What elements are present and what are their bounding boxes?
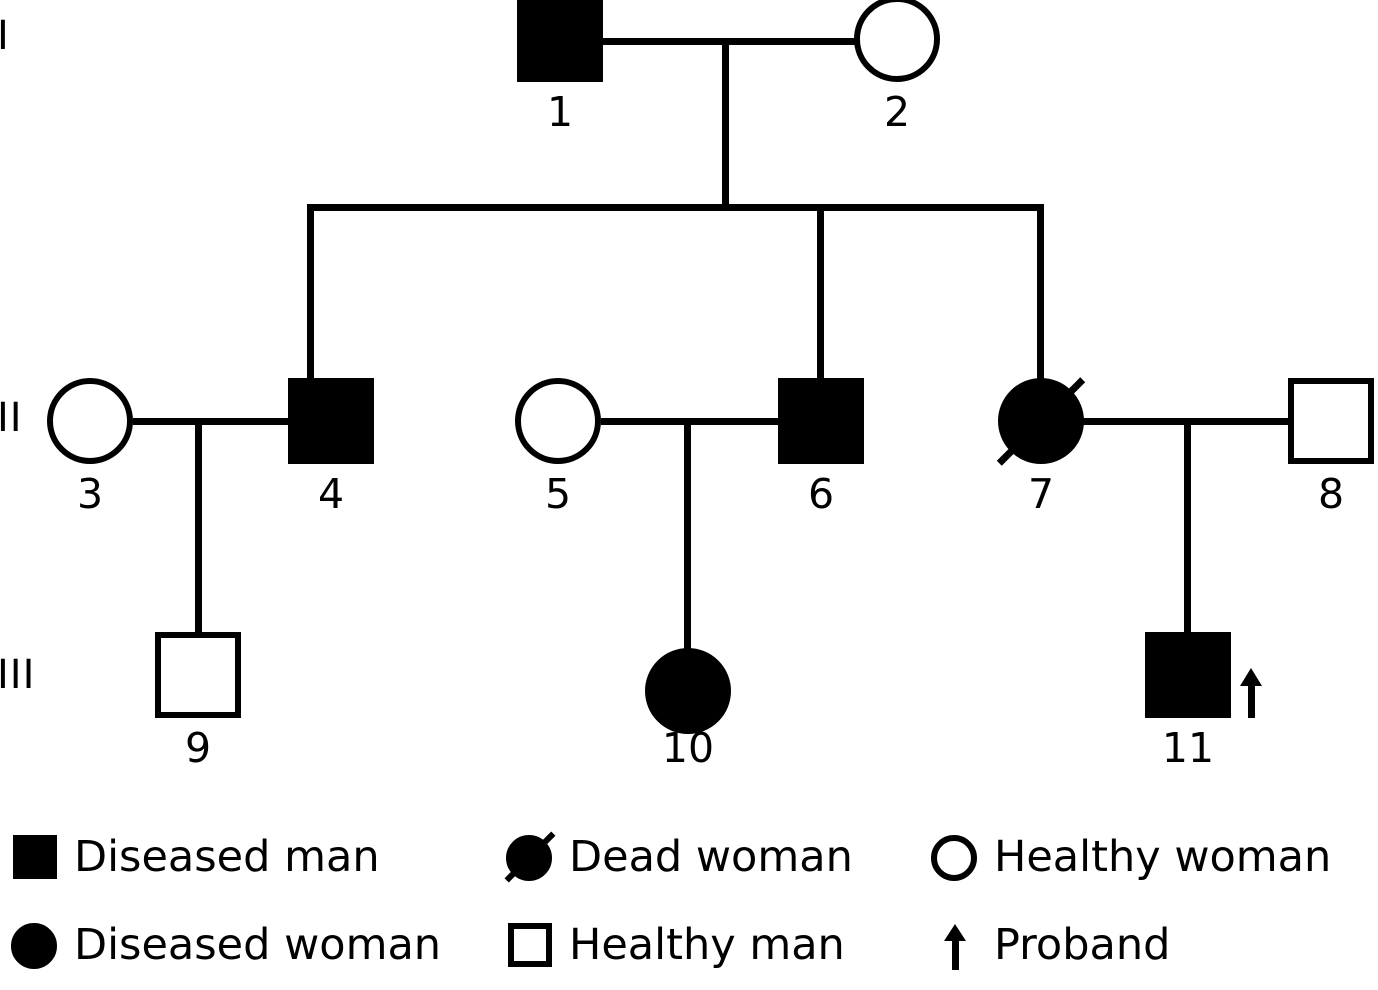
legend-label-dead-woman: Dead woman <box>569 832 853 882</box>
sibship-line-gen2 <box>307 204 1044 211</box>
proband-arrow-icon <box>1240 668 1262 718</box>
individual-2-symbol[interactable] <box>854 0 940 82</box>
individual-3-symbol[interactable] <box>47 378 133 464</box>
mating-line-3-4 <box>133 418 291 425</box>
individual-1-symbol[interactable] <box>517 0 603 82</box>
sib-drop-to-4 <box>307 204 314 381</box>
individual-10-symbol[interactable] <box>645 648 731 734</box>
descent-line-7-8 <box>1184 418 1191 636</box>
generation-label-i: I <box>0 13 10 59</box>
legend-item-diseased-man: Diseased man <box>10 826 380 888</box>
individual-2-number: 2 <box>883 88 911 136</box>
individual-4-number: 4 <box>317 470 345 518</box>
individual-5-symbol[interactable] <box>515 378 601 464</box>
proband-arrow-head <box>1240 668 1262 686</box>
mating-line-5-6 <box>601 418 781 425</box>
individual-1-number: 1 <box>546 88 574 136</box>
sib-drop-to-7 <box>1037 204 1044 381</box>
individual-6-number: 6 <box>807 470 835 518</box>
generation-label-ii: II <box>0 395 23 441</box>
up-arrow-icon <box>930 920 980 970</box>
descent-line-3-4 <box>195 418 202 636</box>
legend-item-healthy-man: Healthy man <box>505 914 845 976</box>
individual-4-symbol[interactable] <box>288 378 374 464</box>
legend-label-diseased-woman: Diseased woman <box>74 920 442 970</box>
individual-7-number: 7 <box>1027 470 1055 518</box>
individual-6-symbol[interactable] <box>778 378 864 464</box>
legend-label-diseased-man: Diseased man <box>74 832 380 882</box>
legend-label-proband: Proband <box>994 920 1171 970</box>
legend-item-dead-woman: Dead woman <box>504 826 853 888</box>
individual-3-number: 3 <box>76 470 104 518</box>
sib-drop-to-6 <box>817 204 824 381</box>
individual-11-number: 11 <box>1161 724 1215 772</box>
generation-label-iii: III <box>0 652 36 698</box>
filled-square-icon <box>10 832 60 882</box>
individual-11-symbol[interactable] <box>1145 632 1231 718</box>
legend-label-healthy-man: Healthy man <box>569 920 845 970</box>
individual-8-number: 8 <box>1317 470 1345 518</box>
filled-circle-icon <box>10 920 60 970</box>
filled-circle-slashed-icon <box>504 831 556 883</box>
legend: Diseased man Dead woman Healthy woman Di… <box>0 826 1378 990</box>
individual-10-number: 10 <box>661 724 715 772</box>
individual-5-number: 5 <box>544 470 572 518</box>
descent-line-5-6 <box>684 418 691 652</box>
open-circle-icon <box>930 832 980 882</box>
legend-item-proband: Proband <box>930 914 1170 976</box>
descent-line-1-2 <box>722 38 729 211</box>
individual-9-symbol[interactable] <box>155 632 241 718</box>
individual-8-symbol[interactable] <box>1288 378 1374 464</box>
open-square-icon <box>505 920 555 970</box>
individual-9-number: 9 <box>184 724 212 772</box>
legend-item-healthy-woman: Healthy woman <box>930 826 1331 888</box>
legend-label-healthy-woman: Healthy woman <box>994 832 1332 882</box>
legend-item-diseased-woman: Diseased woman <box>10 914 441 976</box>
proband-arrow-shaft <box>1248 682 1255 718</box>
